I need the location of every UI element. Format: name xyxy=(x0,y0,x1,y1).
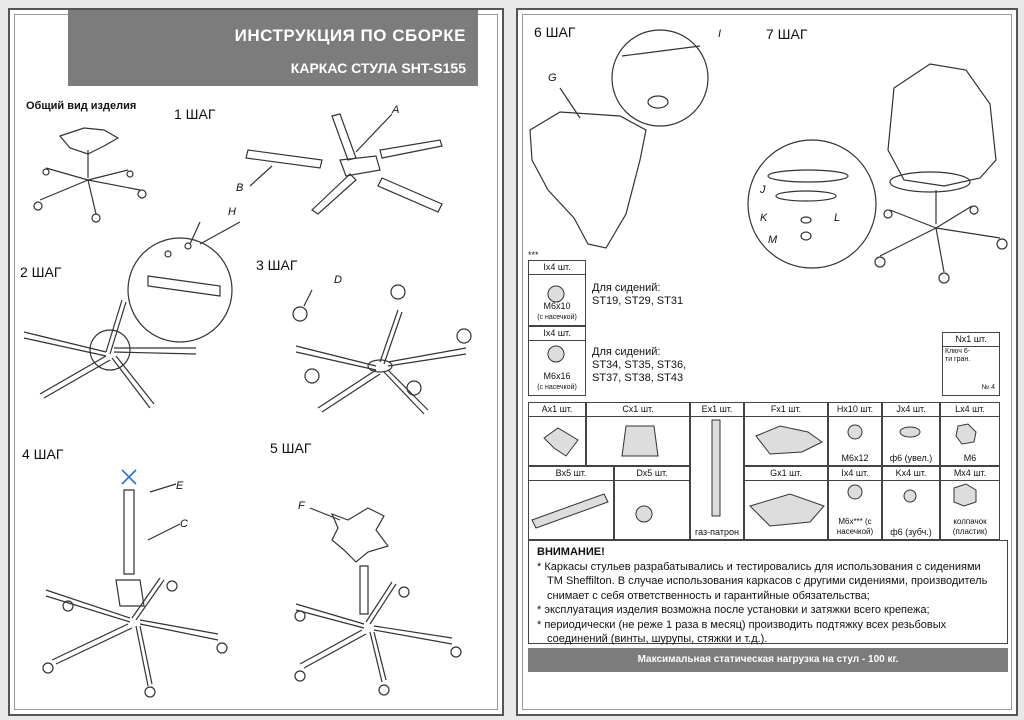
part-i-cell: Ix4 шт. M6x*** (с насечкой) xyxy=(828,466,882,540)
screw-2-qty: Ix4 шт. xyxy=(529,327,585,341)
callout-m: M xyxy=(768,234,778,246)
part-e-qty: Ex1 шт. xyxy=(691,403,743,417)
part-a-qty: Ax1 шт. xyxy=(529,403,585,417)
step-5-label: 5 ШАГ xyxy=(270,440,312,456)
callout-j: J xyxy=(760,184,766,196)
part-d-qty: Dx5 шт. xyxy=(615,467,689,481)
part-e-cell: Ex1 шт. газ-патрон xyxy=(690,402,744,540)
callout-g: G xyxy=(548,72,557,84)
step-3-label: 3 ШАГ xyxy=(256,257,298,273)
part-f-qty: Fx1 шт. xyxy=(745,403,827,417)
callout-l: L xyxy=(834,212,841,224)
part-c-cell: Cx1 шт. xyxy=(586,402,690,466)
screw-2-size: M6x16 xyxy=(543,371,571,381)
attention-item-2: * эксплуатация изделия возможна после ус… xyxy=(537,604,930,616)
screw-cell-2: Ix4 шт. M6x16 (с насечкой) xyxy=(528,326,586,396)
overview-label: Общий вид изделия xyxy=(26,100,137,112)
attention-item-1: * Каркасы стульев разрабатывались и тест… xyxy=(537,560,988,602)
part-m-qty: Mx4 шт. xyxy=(941,467,999,481)
screw-2-seats: ST34, ST35, ST36, ST37, ST38, ST43 xyxy=(592,359,687,384)
screw-2-note: (с насечкой) xyxy=(537,384,577,391)
screw-2-for: Для сидений: xyxy=(592,346,661,358)
part-k-qty: Kx4 шт. xyxy=(883,467,939,481)
step-4-label: 4 ШАГ xyxy=(22,446,64,462)
part-j-label: ф6 (увел.) xyxy=(889,453,933,463)
callout-e: E xyxy=(176,480,184,492)
document-title: ИНСТРУКЦИЯ ПО СБОРКЕ xyxy=(234,26,466,45)
step-6-label: 6 ШАГ xyxy=(534,24,576,40)
screw-1-for: Для сидений: xyxy=(592,282,661,294)
document-subtitle: КАРКАС СТУЛА SHT-S155 xyxy=(290,60,466,76)
attention-item-3: * периодически (не реже 1 раза в месяц) … xyxy=(537,618,947,646)
key-label: Ключ 6-ти гран. xyxy=(945,348,971,363)
key-qty: Nx1 шт. xyxy=(943,333,999,347)
screw-1-desc: Для сидений: ST19, ST29, ST31 xyxy=(592,282,683,308)
screw-1-seats: ST19, ST29, ST31 xyxy=(592,295,684,307)
screw-2-desc: Для сидений: ST34, ST35, ST36, ST37, ST3… xyxy=(592,346,702,385)
attention-heading: ВНИМАНИЕ! xyxy=(537,546,605,558)
screw-1-note: (с насечкой) xyxy=(537,314,577,321)
part-l-qty: Lx4 шт. xyxy=(941,403,999,417)
right-page-frame xyxy=(522,14,1012,710)
part-f-cell: Fx1 шт. xyxy=(744,402,828,466)
screw-1-qty: Ix4 шт. xyxy=(529,261,585,275)
key-number: № 4 xyxy=(981,384,995,391)
part-m-cell: Mx4 шт. колпачок (пластик) xyxy=(940,466,1000,540)
screw-cell-1: Ix4 шт. M6x10 (с насечкой) xyxy=(528,260,586,326)
callout-f: F xyxy=(298,500,305,512)
part-i-label: M6x*** (с насечкой) xyxy=(836,517,874,536)
callout-c: C xyxy=(180,518,188,530)
part-l-label: M6 xyxy=(963,453,977,463)
callout-h: H xyxy=(228,206,236,218)
callout-d: D xyxy=(334,274,342,286)
callout-i: I xyxy=(718,28,722,40)
part-h-qty: Hx10 шт. xyxy=(829,403,881,417)
part-m-label: колпачок (пластик) xyxy=(952,517,988,536)
step-1-label: 1 ШАГ xyxy=(174,106,216,122)
part-e-label: газ-патрон xyxy=(695,527,739,537)
attention-box: ВНИМАНИЕ! * Каркасы стульев разрабатывал… xyxy=(528,540,1008,646)
part-i-qty: Ix4 шт. xyxy=(829,467,881,481)
part-g-qty: Gx1 шт. xyxy=(745,467,827,481)
part-l-cell: Lx4 шт. M6 xyxy=(940,402,1000,466)
step-2-label: 2 ШАГ xyxy=(20,264,62,280)
stars-note: *** xyxy=(528,250,539,260)
part-j-qty: Jx4 шт. xyxy=(883,403,939,417)
part-b-qty: Bx5 шт. xyxy=(529,467,613,481)
max-load-bar: Максимальная статическая нагрузка на сту… xyxy=(528,648,1008,672)
part-g-cell: Gx1 шт. xyxy=(744,466,828,540)
callout-a: A xyxy=(392,104,400,116)
part-h-label: M6x12 xyxy=(841,453,869,463)
part-c-qty: Cx1 шт. xyxy=(587,403,689,417)
callout-k: K xyxy=(760,212,768,224)
left-page xyxy=(8,8,504,716)
part-j-cell: Jx4 шт. ф6 (увел.) xyxy=(882,402,940,466)
part-d-cell: Dx5 шт. xyxy=(614,466,690,540)
part-a-cell: Ax1 шт. xyxy=(528,402,586,466)
part-h-cell: Hx10 шт. M6x12 xyxy=(828,402,882,466)
screw-1-size: M6x10 xyxy=(543,301,571,311)
title-bar: ИНСТРУКЦИЯ ПО СБОРКЕ КАРКАС СТУЛА SHT-S1… xyxy=(68,10,478,86)
part-k-label: ф6 (зубч.) xyxy=(890,527,932,537)
part-k-cell: Kx4 шт. ф6 (зубч.) xyxy=(882,466,940,540)
step-7-label: 7 ШАГ xyxy=(766,26,808,42)
left-page-frame xyxy=(14,14,498,710)
key-cell: Nx1 шт. Ключ 6-ти гран. № 4 xyxy=(942,332,1000,396)
callout-b: B xyxy=(236,182,244,194)
part-b-cell: Bx5 шт. xyxy=(528,466,614,540)
